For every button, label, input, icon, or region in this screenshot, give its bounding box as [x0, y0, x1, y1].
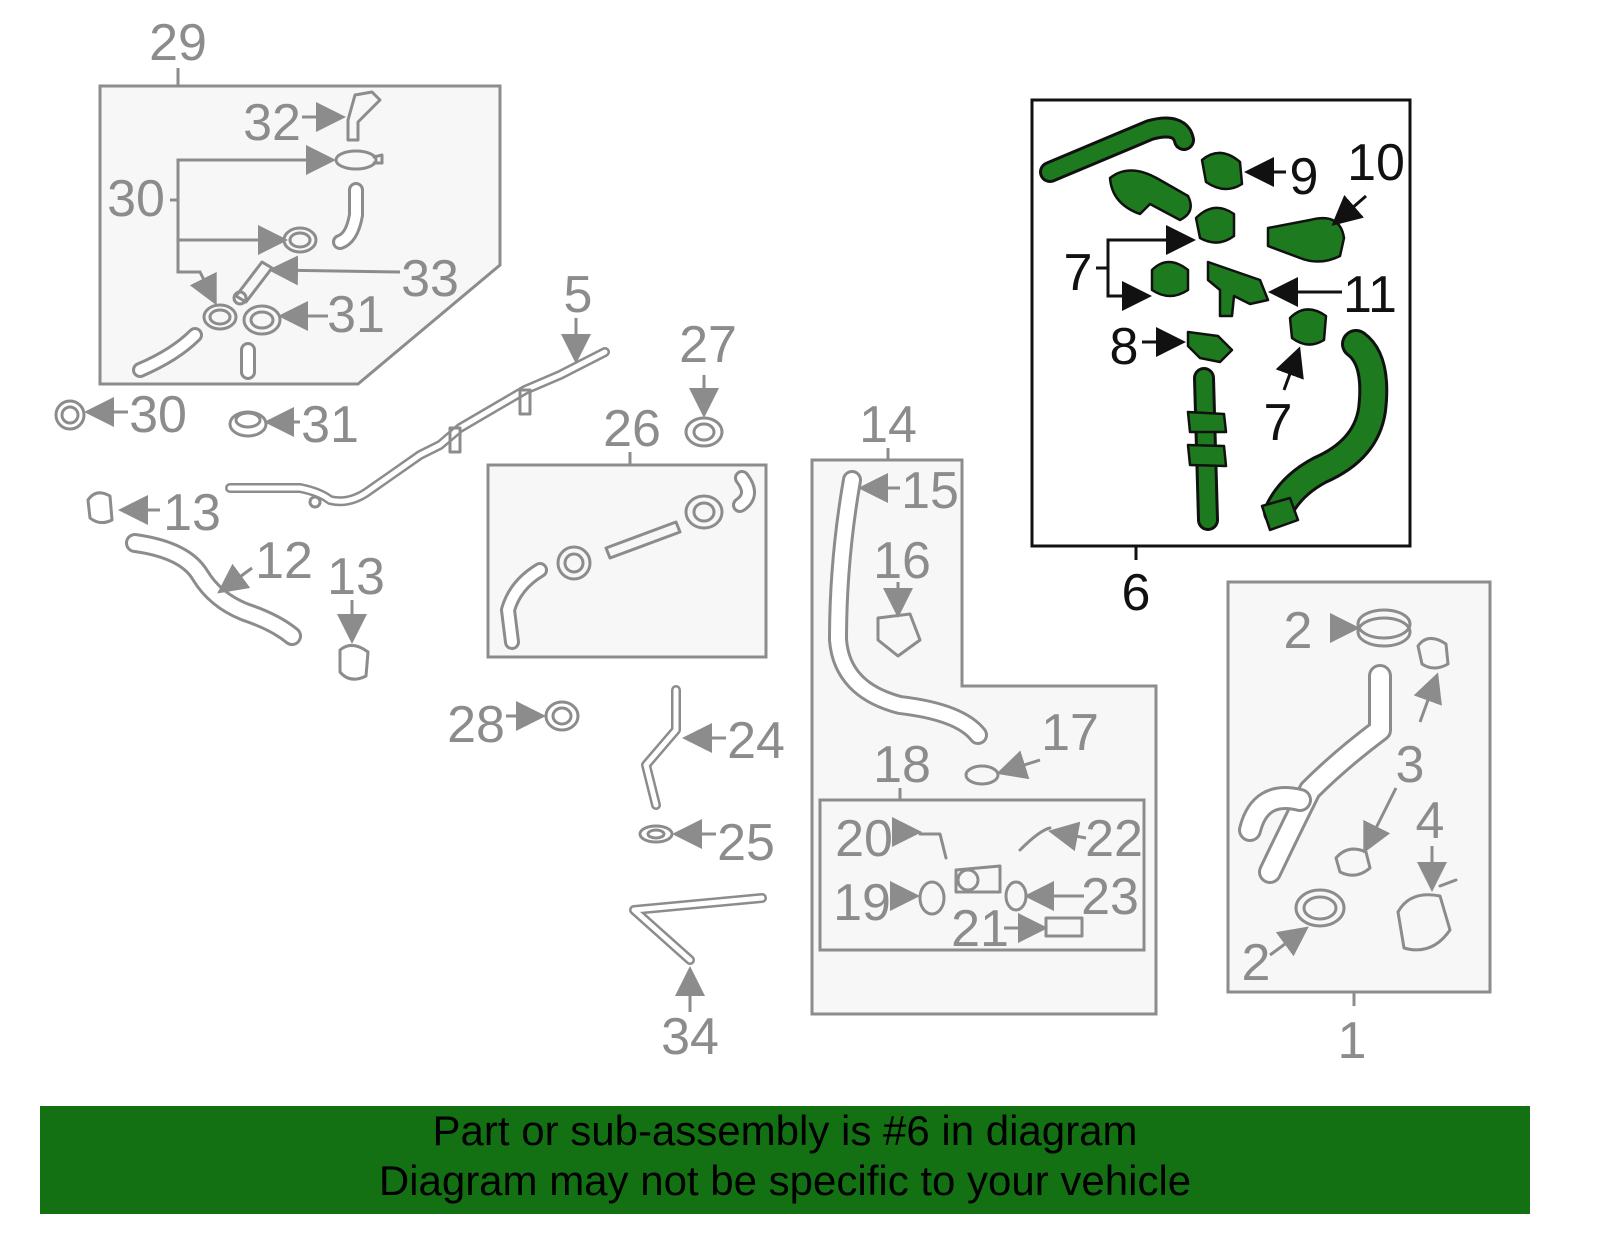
- callout-27: 27: [679, 316, 737, 374]
- callout-34: 34: [661, 1008, 719, 1066]
- callout-10: 10: [1347, 134, 1405, 192]
- parts-24-25-34: [629, 685, 767, 1012]
- callout-23: 23: [1081, 868, 1139, 926]
- pipe-5: [225, 318, 610, 509]
- group-26: [486, 375, 768, 732]
- group-1: [1226, 580, 1492, 1006]
- callout-labels: 1 2 2 3 4 5 6 7 7 8 9 10 11 12 13 13 14 …: [107, 14, 1444, 1070]
- callout-2: 2: [1284, 602, 1313, 660]
- callout-28: 28: [447, 696, 505, 754]
- callout-17: 17: [1041, 704, 1099, 762]
- callout-30: 30: [107, 170, 165, 228]
- group-14: [810, 448, 1158, 1016]
- callout-2: 2: [1242, 934, 1271, 992]
- callout-30: 30: [129, 386, 187, 444]
- callout-32: 32: [243, 94, 301, 152]
- callout-7: 7: [1064, 244, 1093, 302]
- callout-33: 33: [401, 250, 459, 308]
- callout-31: 31: [301, 396, 359, 454]
- callout-8: 8: [1110, 318, 1139, 376]
- callout-16: 16: [873, 532, 931, 590]
- group-6-highlighted: [1030, 98, 1412, 560]
- info-banner: Part or sub-assembly is #6 in diagram Di…: [40, 1106, 1530, 1214]
- callout-5: 5: [564, 266, 593, 324]
- callout-12: 12: [255, 532, 313, 590]
- banner-line-1: Part or sub-assembly is #6 in diagram: [432, 1107, 1138, 1154]
- callout-19: 19: [833, 874, 891, 932]
- callout-21: 21: [951, 900, 1009, 958]
- group-29: [98, 68, 502, 386]
- callout-25: 25: [717, 814, 775, 872]
- callout-7: 7: [1264, 394, 1293, 452]
- callout-14: 14: [859, 396, 917, 454]
- callout-13: 13: [327, 548, 385, 606]
- hose-12: [125, 533, 302, 646]
- callout-11: 11: [1343, 266, 1397, 324]
- callout-9: 9: [1290, 148, 1319, 206]
- callout-29: 29: [149, 14, 207, 72]
- callout-18: 18: [873, 736, 931, 794]
- callout-20: 20: [835, 810, 893, 868]
- callout-13: 13: [163, 484, 221, 542]
- callout-4: 4: [1416, 792, 1445, 850]
- loose-clamps: [54, 397, 370, 681]
- callout-6: 6: [1122, 564, 1151, 622]
- callout-24: 24: [727, 712, 785, 770]
- callout-15: 15: [901, 462, 959, 520]
- callout-1: 1: [1338, 1012, 1367, 1070]
- callout-26: 26: [603, 400, 661, 458]
- callout-3: 3: [1396, 736, 1425, 794]
- banner-line-2: Diagram may not be specific to your vehi…: [378, 1157, 1192, 1204]
- callout-31: 31: [327, 286, 385, 344]
- callout-22: 22: [1085, 810, 1143, 868]
